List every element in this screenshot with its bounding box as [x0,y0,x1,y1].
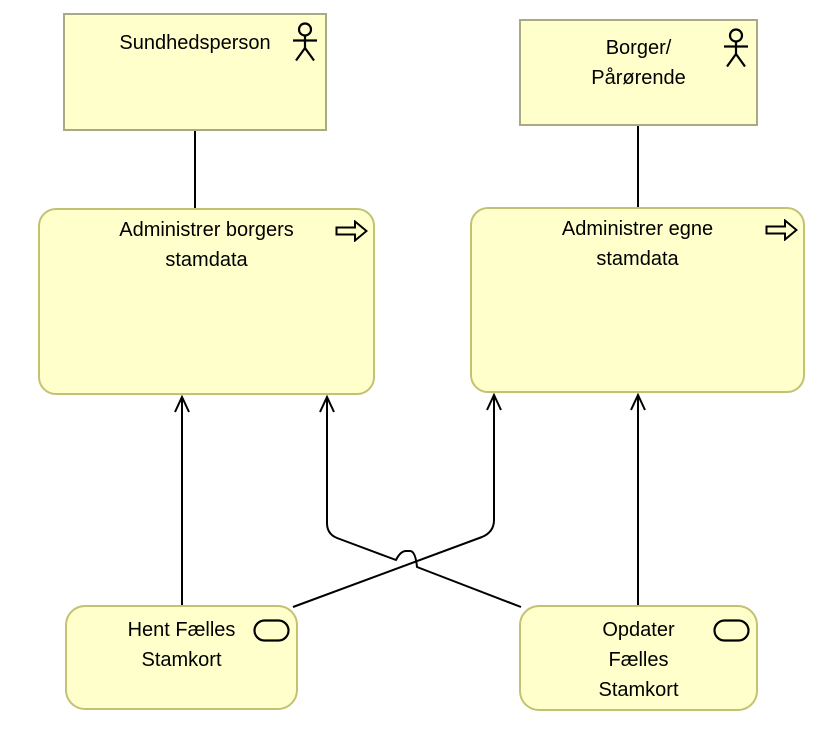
service-opdater-faelles-stamkort-label: Opdater Fælles Stamkort [598,619,679,701]
service-hent-faelles-stamkort[interactable]: Hent Fælles Stamkort [65,605,298,710]
process-administrer-egne-stamdata-label: Administrer egne stamdata [561,218,714,270]
business-process-icon [335,220,368,242]
business-service-icon [253,619,290,642]
actor-borger-paroerende[interactable]: Borger/ Pårørende [519,19,758,126]
actor-sundhedsperson-label: Sundhedsperson [119,32,271,54]
business-actor-icon [293,22,317,62]
process-administrer-borgers-stamdata[interactable]: Administrer borgers stamdata [38,208,375,395]
process-administrer-borgers-stamdata-label: Administrer borgers stamdata [119,219,294,271]
service-opdater-faelles-stamkort[interactable]: Opdater Fælles Stamkort [519,605,758,711]
arrowhead-hent-borgers [174,394,190,413]
business-service-icon [713,619,750,642]
arrowhead-opdater-borgers [319,394,335,413]
actor-sundhedsperson[interactable]: Sundhedsperson [63,13,327,131]
business-process-icon [765,219,798,241]
actor-borger-paroerende-label: Borger/ Pårørende [591,37,686,89]
connector-hent-egne[interactable] [292,397,495,608]
arrowhead-opdater-egne [630,392,646,411]
process-administrer-egne-stamdata[interactable]: Administrer egne stamdata [470,207,805,393]
arrowhead-hent-egne [486,392,502,411]
business-actor-icon [724,28,748,68]
connector-opdater-borgers[interactable] [326,399,522,608]
service-hent-faelles-stamkort-label: Hent Fælles Stamkort [127,619,236,671]
